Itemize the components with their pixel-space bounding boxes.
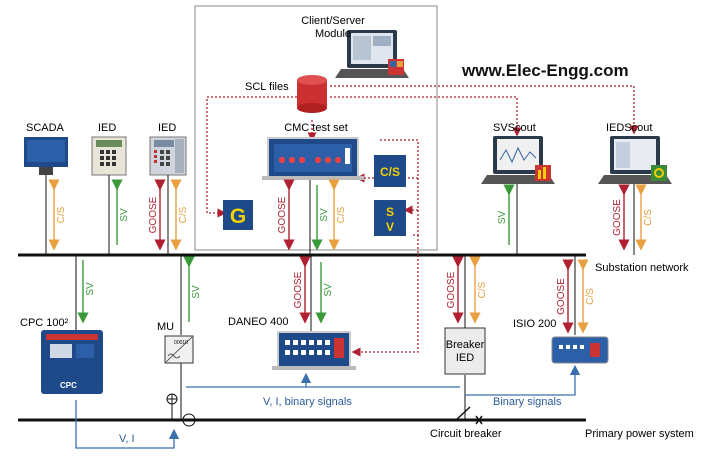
sv-arrow-label: SV xyxy=(191,285,202,299)
ied-label-2: IED xyxy=(158,122,176,134)
cs-arrow-label: C/S xyxy=(585,288,596,305)
client-server-laptop xyxy=(335,30,409,78)
vi-label: V, I xyxy=(119,433,135,445)
vi-binary-label: V, I, binary signals xyxy=(263,396,352,408)
goose-arrow-label: GOOSE xyxy=(612,199,623,236)
circuit-breaker-label: Circuit breaker xyxy=(430,428,502,440)
svg-text:IED: IED xyxy=(456,352,474,364)
isio-label: ISIO 200 xyxy=(513,318,556,330)
svscout-laptop xyxy=(481,136,555,184)
scl-files-label: SCL files xyxy=(245,81,289,93)
sv-arrow-label: SV xyxy=(323,283,334,297)
cmc-label: CMC test set xyxy=(284,122,348,134)
sv-arrow-label: SV xyxy=(319,208,330,222)
goose-arrow-label: GOOSE xyxy=(277,196,288,233)
ied-label-1: IED xyxy=(98,122,116,134)
circuit-breaker-symbol xyxy=(455,406,483,425)
svg-text:CPC: CPC xyxy=(60,381,77,390)
cpc-label: CPC 100² xyxy=(20,317,69,329)
goose-arrow-label: GOOSE xyxy=(293,271,304,308)
cs-arrow-label: C/S xyxy=(643,209,654,226)
svg-text:Breaker: Breaker xyxy=(446,339,485,351)
scada-label: SCADA xyxy=(26,122,65,134)
module-label: Module xyxy=(315,28,351,40)
watermark: www.Elec-Engg.com xyxy=(461,61,629,80)
cs-arrow-label: C/S xyxy=(56,206,67,223)
breaker-ied-box: Breaker IED xyxy=(444,327,486,375)
svg-text:V: V xyxy=(386,220,394,234)
sv-arrow-label: SV xyxy=(119,208,130,222)
ied-device-2 xyxy=(149,136,187,176)
binary-signals-label: Binary signals xyxy=(493,396,562,408)
sv-arrow-label: SV xyxy=(497,211,508,225)
cs-badge: C/S xyxy=(374,155,406,187)
goose-arrow-label: GOOSE xyxy=(556,278,567,315)
svg-text:C/S: C/S xyxy=(380,165,400,179)
g-badge: G xyxy=(223,200,253,230)
sv-badge: S V xyxy=(374,200,406,236)
svg-text:S: S xyxy=(386,205,394,219)
scl-links xyxy=(206,85,639,357)
merging-unit: 00010 xyxy=(164,335,194,364)
svg-text:00010: 00010 xyxy=(174,340,188,346)
cs-arrow-label: C/S xyxy=(178,206,189,223)
mu-label: MU xyxy=(157,321,174,333)
svg-text:G: G xyxy=(230,205,246,228)
current-transformers xyxy=(166,363,196,427)
daneo-400-device xyxy=(272,331,356,370)
cs-arrow-label: C/S xyxy=(477,281,488,298)
scada-device xyxy=(24,137,68,175)
scl-files-cylinder xyxy=(297,75,327,113)
primary-power-label: Primary power system xyxy=(585,428,694,440)
cmc-test-set xyxy=(262,137,364,180)
bus-connectors xyxy=(45,175,635,420)
substation-network-label: Substation network xyxy=(595,262,689,274)
iedscout-laptop xyxy=(598,136,672,184)
isio-200-device xyxy=(551,336,609,364)
iedscout-label: IEDScout xyxy=(606,122,652,134)
svscout-label: SVScout xyxy=(493,122,536,134)
goose-arrow-label: GOOSE xyxy=(446,271,457,308)
daneo-label: DANEO 400 xyxy=(228,316,289,328)
ied-device-1 xyxy=(91,136,127,176)
client-server-label: Client/Server xyxy=(301,15,365,27)
cs-arrow-label: C/S xyxy=(336,206,347,223)
signal-lines xyxy=(75,364,581,449)
goose-arrow-label: GOOSE xyxy=(148,196,159,233)
sv-arrow-label: SV xyxy=(85,282,96,296)
dataflow-arrows: C/S SV GOOSE C/S GOOSE SV C/S SV GOOSE C/S SV SV GOO… xyxy=(48,179,654,334)
cpc-100-device: CPC xyxy=(41,330,103,394)
